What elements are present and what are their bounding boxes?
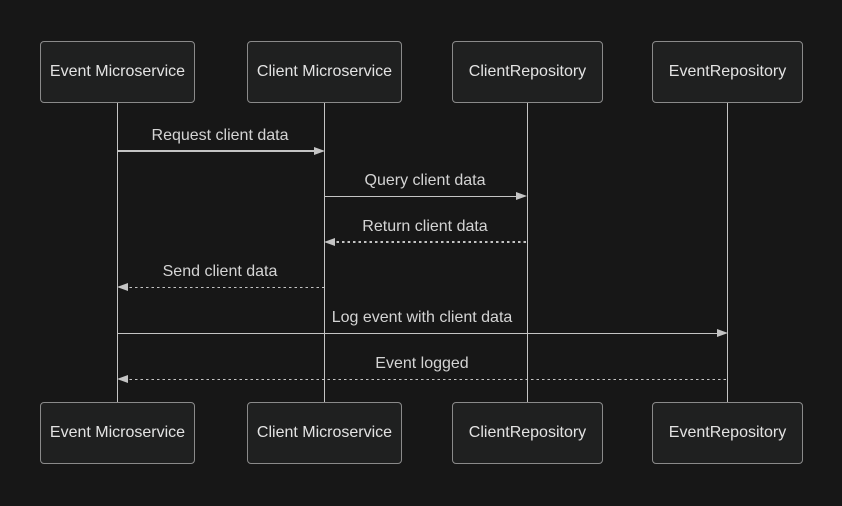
message-label: Event logged xyxy=(375,355,469,372)
arrowhead-right-icon xyxy=(516,192,527,200)
message-label: Return client data xyxy=(362,218,488,235)
actor-label: EventRepository xyxy=(668,424,787,441)
actor-top-event-microservice: Event Microservice xyxy=(40,41,195,103)
message-line xyxy=(331,241,527,243)
arrowhead-left-icon xyxy=(117,375,128,383)
message-label: Query client data xyxy=(364,172,486,189)
message-line xyxy=(117,332,720,335)
message-label: Send client data xyxy=(162,263,278,280)
actor-label: Client Microservice xyxy=(256,424,393,441)
actor-label: Event Microservice xyxy=(49,63,186,80)
arrowhead-left-icon xyxy=(117,283,128,291)
actor-top-event-repository: EventRepository xyxy=(652,41,803,103)
actor-bottom-event-microservice: Event Microservice xyxy=(40,402,195,464)
actor-top-client-repository: ClientRepository xyxy=(452,41,603,103)
actor-label: Client Microservice xyxy=(256,63,393,80)
actor-label: ClientRepository xyxy=(468,63,587,80)
message-label: Request client data xyxy=(151,127,289,144)
message-line xyxy=(117,150,317,152)
arrowhead-right-icon xyxy=(717,329,728,337)
arrowhead-right-icon xyxy=(314,146,325,155)
lifeline-client-repository xyxy=(526,103,529,402)
actor-bottom-event-repository: EventRepository xyxy=(652,402,803,464)
lifeline-client-microservice xyxy=(323,103,326,402)
actor-bottom-client-microservice: Client Microservice xyxy=(247,402,402,464)
message-line xyxy=(124,378,727,381)
message-line xyxy=(124,286,324,289)
message-label: Log event with client data xyxy=(331,309,513,326)
lifeline-event-repository xyxy=(726,103,729,402)
actor-label: EventRepository xyxy=(668,63,787,80)
actor-bottom-client-repository: ClientRepository xyxy=(452,402,603,464)
lifeline-event-microservice xyxy=(116,103,119,402)
actor-top-client-microservice: Client Microservice xyxy=(247,41,402,103)
actor-label: Event Microservice xyxy=(49,424,186,441)
actor-label: ClientRepository xyxy=(468,424,587,441)
arrowhead-left-icon xyxy=(324,237,335,246)
message-line xyxy=(324,195,520,198)
